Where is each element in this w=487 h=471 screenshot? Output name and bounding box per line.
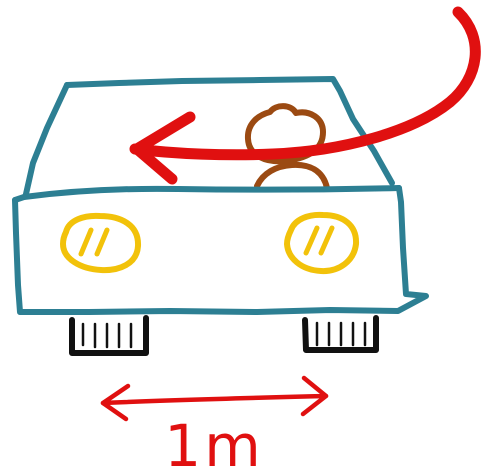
car-windshield-left	[26, 85, 67, 194]
car-cabin-outline	[67, 79, 392, 183]
left-tire-icon	[72, 318, 146, 353]
car-body-outline	[15, 188, 426, 312]
left-headlight-icon	[63, 216, 138, 270]
car-front-icon	[15, 79, 426, 312]
tires	[72, 318, 376, 353]
right-tire-icon	[305, 318, 376, 350]
curved-arrow-icon	[135, 12, 475, 179]
car-hood-line	[24, 188, 399, 197]
car-left-side	[15, 197, 24, 200]
measurement-label: 1m	[164, 412, 263, 471]
headlights	[63, 215, 356, 271]
right-headlight-icon	[287, 215, 356, 271]
